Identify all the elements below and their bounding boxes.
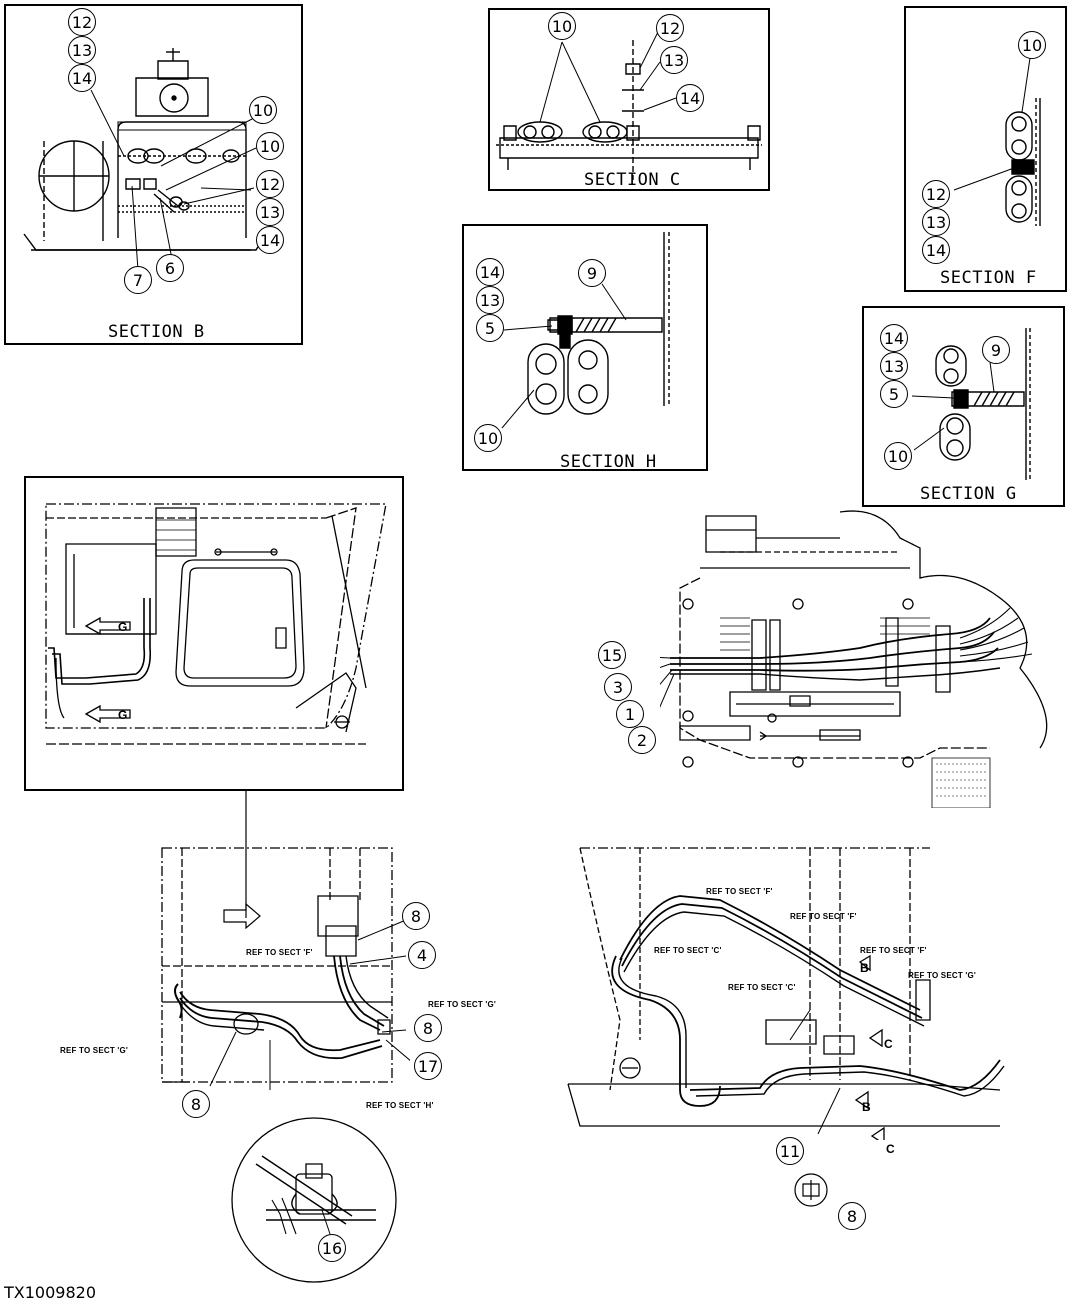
callout-b-12-right: 12 [256,170,284,198]
callout-b-10-b: 10 [256,132,284,160]
section-g-panel: 14 13 5 9 10 SECTION G [862,306,1065,507]
ref-right-sect-g: REF TO SECT 'G' [908,971,976,980]
callout-b-6: 6 [156,254,184,282]
callout-ll-8-left: 8 [182,1090,210,1118]
overview-panel: G G [24,476,404,791]
callout-c-14: 14 [676,84,704,112]
overview-leader [222,790,282,940]
callout-main-15: 15 [598,641,626,669]
view-arrow-b-upper: B [860,961,869,975]
section-c-panel: 10 12 13 14 SECTION C [488,8,770,191]
ref-left-sect-f: REF TO SECT 'F' [246,948,313,957]
section-g-drawing [864,308,1063,505]
callout-g-5: 5 [880,380,908,408]
overview-drawing [26,478,402,789]
ref-right-sect-f-1: REF TO SECT 'F' [706,887,773,896]
view-arrow-c-upper: C [884,1037,893,1051]
overview-view-arrow-g-lower: G [118,708,128,722]
view-arrow-c-lower: C [886,1142,895,1156]
callout-lr-11: 11 [776,1137,804,1165]
section-h-drawing [464,226,706,469]
ref-right-sect-f-2: REF TO SECT 'F' [790,912,857,921]
callout-b-10-a: 10 [249,96,277,124]
lower-right-routing-drawing [560,840,1020,1140]
fastener-detail-drawing [791,1170,831,1210]
ref-left-sect-g-right: REF TO SECT 'G' [428,1000,496,1009]
ref-right-sect-f-3: REF TO SECT 'F' [860,946,927,955]
callout-b-13-top: 13 [68,36,96,64]
callout-main-3: 3 [604,673,632,701]
callout-g-9: 9 [982,336,1010,364]
section-c-title: SECTION C [584,170,681,190]
callout-b-7: 7 [124,266,152,294]
ref-right-sect-c-2: REF TO SECT 'C' [728,983,796,992]
callout-ll-8-top: 8 [402,902,430,930]
section-h-panel: 14 13 5 9 10 SECTION H [462,224,708,472]
section-c-drawing [490,10,768,189]
callout-h-10: 10 [474,424,502,452]
callout-ll-17: 17 [414,1052,442,1080]
callout-g-10: 10 [884,442,912,470]
callout-b-13-right: 13 [256,198,284,226]
section-g-title: SECTION G [920,484,1017,504]
callout-f-12: 12 [922,180,950,208]
callout-ll-4: 4 [408,941,436,969]
callout-g-13: 13 [880,352,908,380]
callout-ll-8-mid: 8 [414,1014,442,1042]
callout-main-1: 1 [616,700,644,728]
callout-b-12-top: 12 [68,8,96,36]
section-f-title: SECTION F [940,268,1037,288]
section-f-panel: 10 12 13 14 SECTION F [904,6,1067,292]
callout-b-14-top: 14 [68,64,96,92]
callout-c-12: 12 [656,14,684,42]
callout-f-10: 10 [1018,31,1046,59]
callout-h-9: 9 [578,259,606,287]
section-b-title: SECTION B [108,322,205,342]
callout-h-14: 14 [476,258,504,286]
clamp-detail-drawing [226,1114,406,1294]
callout-f-13: 13 [922,208,950,236]
section-b-panel: 12 13 14 10 10 12 13 14 7 6 SECTION B [4,4,303,345]
overview-view-arrow-g-upper: G [118,620,128,634]
ref-left-sect-h: REF TO SECT 'H' [366,1101,434,1110]
figure-id: TX1009820 [4,1283,96,1302]
callout-lr-8: 8 [838,1202,866,1230]
section-b-drawing [6,6,301,343]
ref-left-sect-g-left: REF TO SECT 'G' [60,1046,128,1055]
section-h-title: SECTION H [560,452,657,472]
callout-h-5: 5 [476,314,504,342]
callout-c-10: 10 [548,12,576,40]
view-arrow-b-lower: B [862,1100,871,1114]
callout-g-14: 14 [880,324,908,352]
callout-c-13: 13 [660,46,688,74]
callout-h-13: 13 [476,286,504,314]
frame-harness-drawing [660,508,1080,808]
lower-left-routing-drawing [150,840,410,1090]
callout-b-14-right: 14 [256,226,284,254]
section-f-drawing [906,8,1065,290]
ref-right-sect-c-1: REF TO SECT 'C' [654,946,722,955]
callout-f-14: 14 [922,236,950,264]
callout-ll-16: 16 [318,1234,346,1262]
callout-main-2: 2 [628,726,656,754]
